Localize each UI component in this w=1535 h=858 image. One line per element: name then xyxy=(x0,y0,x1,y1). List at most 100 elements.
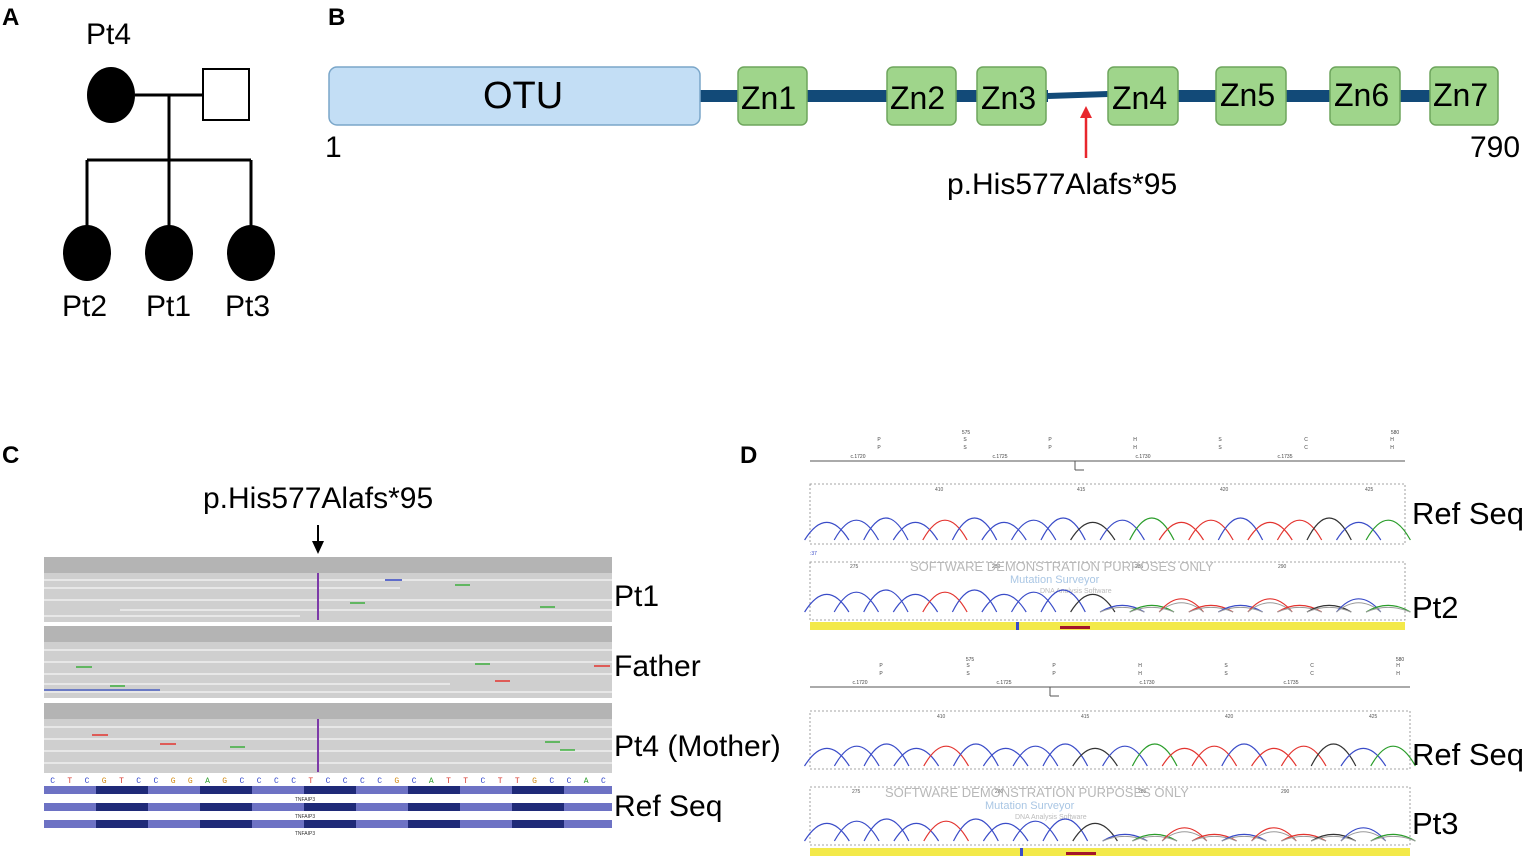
ref-base: C xyxy=(136,777,141,786)
codon-top-1a: P xyxy=(877,437,881,443)
protein-end-label: 790 xyxy=(1470,131,1521,164)
codon-top-3a: P xyxy=(1048,437,1052,443)
ref-base: T xyxy=(446,777,451,786)
watermark-1-top: SOFTWARE DEMONSTRATION PURPOSES ONLY xyxy=(910,559,1214,574)
chromatogram-peak xyxy=(1132,835,1178,842)
chromatogram-peak xyxy=(893,748,940,767)
chromatogram-peak xyxy=(1217,604,1263,613)
chromatogram-peak xyxy=(1365,606,1411,613)
zn2-label: Zn2 xyxy=(890,80,946,116)
ref-base: T xyxy=(463,777,468,786)
ref-base: T xyxy=(67,777,72,786)
chromatogram-peak xyxy=(1070,594,1116,613)
ref-base: C xyxy=(343,777,348,786)
codon-mid-3a: P xyxy=(1052,663,1056,669)
ref-base: T xyxy=(498,777,503,786)
chromatogram-peak xyxy=(1099,604,1145,613)
pedigree-label-child-3: Pt3 xyxy=(225,290,271,323)
chromatogram-mark: :37 xyxy=(810,551,817,557)
chromatogram-peak xyxy=(833,519,880,541)
ref-base: C xyxy=(291,777,296,786)
chromatogram-peak xyxy=(1158,598,1204,613)
codon-number-575-mid: 575 xyxy=(966,657,975,663)
chromatogram-peak xyxy=(1218,606,1263,613)
igv-track-label-mother: Pt4 (Mother) xyxy=(614,730,781,763)
codon-top-5a: S xyxy=(1218,437,1222,443)
igv-gene-name-3: TNFAIP3 xyxy=(295,831,316,837)
igv-gene-bar-3 xyxy=(44,820,612,828)
chromatogram-peak xyxy=(1311,835,1356,842)
chromatogram-peak xyxy=(1188,519,1234,541)
pedigree-child-2-symbol xyxy=(145,225,193,281)
chromatogram-peak xyxy=(803,823,850,842)
chromatogram-peak xyxy=(1251,831,1297,842)
ref-base: G xyxy=(394,777,399,786)
chromatogram-peak xyxy=(951,517,998,541)
igv-gene-bar-2 xyxy=(44,803,612,811)
chromatogram-peak xyxy=(1335,522,1382,541)
codon-mid-4a: H xyxy=(1138,663,1142,669)
watermark-2-bottom: Mutation Surveyor xyxy=(985,800,1075,812)
chromatogram-peak xyxy=(1072,823,1118,842)
chromatogram-peak xyxy=(1042,743,1089,767)
codon-top-4a: H xyxy=(1133,437,1137,443)
chromatogram-peak xyxy=(1188,606,1234,613)
pedigree-label-child-2: Pt1 xyxy=(146,290,192,323)
chromatogram-peak xyxy=(1129,517,1175,541)
coord-1735-top: c.1735 xyxy=(1277,454,1292,460)
chromatogram-peak xyxy=(1099,606,1145,613)
chromatogram-peak xyxy=(982,823,1029,842)
chromatogram-peak xyxy=(863,517,909,541)
pt3-pos-290: 290 xyxy=(1281,789,1290,795)
codon-number-580-top: 580 xyxy=(1391,430,1400,436)
coord-1720-mid: c.1720 xyxy=(852,680,867,686)
codon-mid-4b: H xyxy=(1138,671,1142,677)
zn6-label: Zn6 xyxy=(1334,77,1390,113)
pedigree-child-1-symbol xyxy=(63,225,111,281)
panel-label-a: A xyxy=(2,4,20,31)
ref2-pos-425: 425 xyxy=(1369,714,1378,720)
chromatogram-peak xyxy=(1132,833,1178,842)
chromatogram-peak xyxy=(1340,748,1387,767)
chromatogram-peak xyxy=(1012,745,1059,767)
chromatogram-peak xyxy=(1072,748,1118,767)
chromatogram-peak xyxy=(1221,743,1267,767)
chromatogram-peak xyxy=(1102,833,1148,842)
chromatogram-label-ref-1: Ref Seq xyxy=(1412,496,1525,531)
coord-1730-top: c.1730 xyxy=(1135,454,1150,460)
pt2-pos-285: 285 xyxy=(1135,564,1144,570)
chromatogram-peak xyxy=(892,522,939,541)
ref-base: A xyxy=(205,777,210,786)
chromatogram-peak xyxy=(922,591,968,613)
chromatogram-peak xyxy=(1277,604,1323,613)
ref2-pos-410: 410 xyxy=(937,714,946,720)
chromatogram-peak xyxy=(1281,835,1327,842)
zn7-label: Zn7 xyxy=(1433,77,1489,113)
chromatogram-peak xyxy=(833,591,880,613)
codon-top-7a: H xyxy=(1390,437,1394,443)
chromatogram-peak xyxy=(1370,835,1416,842)
codon-number-575-top: 575 xyxy=(962,430,971,436)
chromatogram-label-pt3: Pt3 xyxy=(1412,806,1459,841)
chromatogram-pt3 xyxy=(809,786,1411,846)
chromatogram-peak xyxy=(1102,745,1148,767)
zn4-label: Zn4 xyxy=(1112,80,1168,116)
codon-mid-7a: H xyxy=(1396,663,1400,669)
pedigree-child-3-symbol xyxy=(227,225,275,281)
ref-base: T xyxy=(308,777,313,786)
chromatogram-peak xyxy=(1012,820,1059,842)
chromatogram-peak xyxy=(1191,835,1237,842)
protein-mutation-label: p.His577Alafs*95 xyxy=(947,168,1178,201)
chromatogram-peak xyxy=(1306,517,1352,541)
ref1-pos-420: 420 xyxy=(1220,487,1229,493)
coord-1735-mid: c.1735 xyxy=(1283,680,1298,686)
codon-number-580-mid: 580 xyxy=(1396,657,1405,663)
chromatogram-peak xyxy=(863,589,909,613)
igv-gene-name-1: TNFAIP3 xyxy=(295,797,316,803)
ref-base: G xyxy=(102,777,107,786)
chromatogram-peak xyxy=(1129,604,1175,613)
chromatogram-peak xyxy=(1370,745,1416,767)
codon-top-1b: P xyxy=(877,445,881,451)
chromatogram-peak xyxy=(1281,833,1327,842)
chromatogram-peak xyxy=(804,522,850,541)
